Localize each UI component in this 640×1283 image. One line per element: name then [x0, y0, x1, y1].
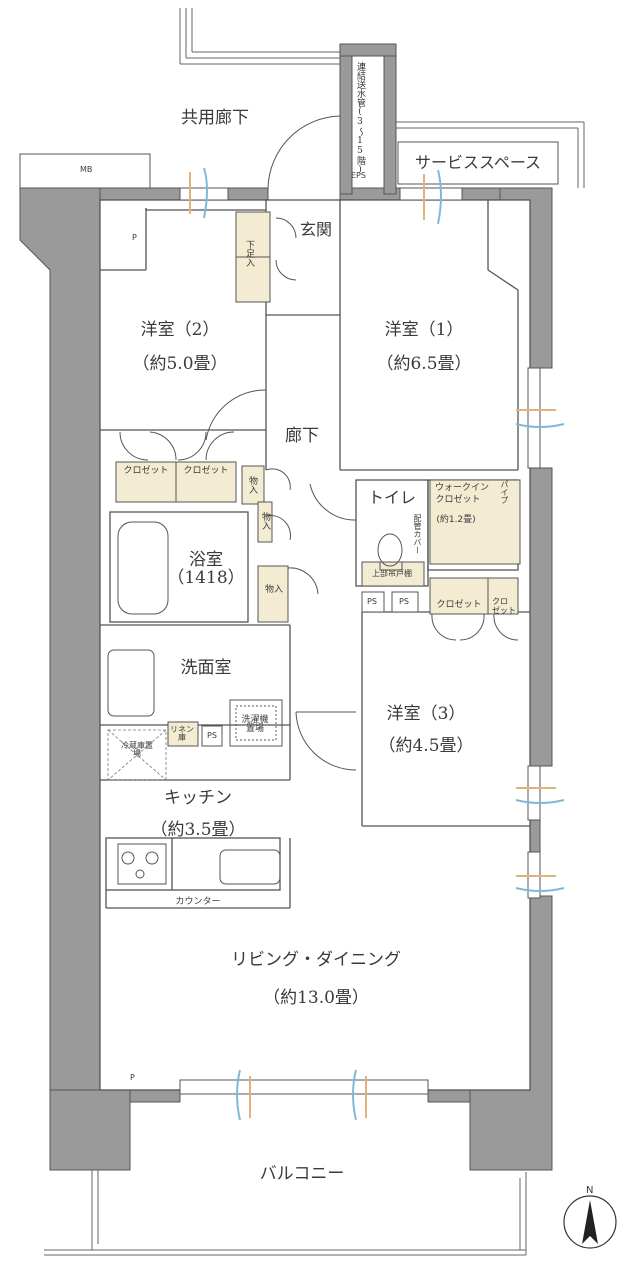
wic-size-label: (約1.2畳)	[436, 515, 476, 525]
room3-name: 洋室（3）	[386, 704, 466, 724]
bathtub-icon	[117, 521, 169, 615]
service-space-label: サービススペース	[414, 153, 542, 172]
closet-label-3: クロゼット	[436, 600, 482, 610]
hallway-label: 廊下	[285, 426, 319, 446]
entrance-label: 玄関	[299, 220, 333, 239]
closet-dividers	[175, 256, 489, 614]
pipe-space-label: パイプ	[500, 480, 509, 504]
storage-fills	[115, 211, 521, 747]
kitchen-size: （約3.5畳）	[150, 820, 246, 840]
storage-label-2: 物入	[260, 512, 270, 530]
kitchen-name: キッチン	[164, 788, 232, 808]
mb-label: MB	[80, 165, 93, 174]
upper-cabinet-label: 上部吊戸棚	[372, 569, 412, 578]
pipe-cover-label: 配管カバー	[413, 514, 422, 554]
storage-label-1: 物入	[247, 476, 257, 494]
stove-icon	[117, 843, 167, 885]
pipe-label: 連結送水管(3〜15階)	[355, 62, 365, 175]
ps-boxes	[201, 591, 419, 747]
linen-label: リネン庫	[170, 725, 194, 742]
storage-label-3: 物入	[264, 585, 284, 595]
fridge-area	[107, 729, 167, 781]
wic-label-1: ウォークイン	[434, 483, 490, 493]
fridge-label: 冷蔵庫置場	[121, 741, 153, 758]
bath-size: （1418）	[167, 568, 245, 588]
closet-label-4: クロ ゼット	[492, 597, 516, 615]
toilet-label: トイレ	[367, 488, 417, 507]
ps-label-3: PS	[207, 731, 217, 740]
p-bottom-label: P	[130, 1073, 135, 1082]
north-label: N	[586, 1185, 594, 1196]
north-arrow-icon	[563, 1195, 617, 1249]
ld-size: （約13.0畳）	[263, 988, 369, 1008]
washbasin-icon	[107, 649, 155, 717]
room2-name: 洋室（2）	[140, 320, 220, 340]
window-ventilation-marks	[189, 167, 565, 1121]
toilet-icon	[377, 533, 403, 571]
geta-box-label: 下足入	[244, 240, 254, 267]
room2-size: （約5.0畳）	[132, 354, 228, 374]
balcony-label: バルコニー	[259, 1164, 345, 1184]
room3-size: （約4.5畳）	[378, 736, 474, 756]
p-top-label: P	[132, 233, 137, 242]
room1-size: （約6.5畳）	[376, 354, 472, 374]
ps-label-1: PS	[367, 597, 377, 606]
room1-name: 洋室（1）	[384, 320, 464, 340]
bath-name: 浴室	[189, 550, 223, 570]
closet-label-2: クロゼット	[183, 466, 229, 476]
washer-area	[229, 699, 283, 747]
ld-name: リビング・ダイニング	[231, 950, 401, 970]
corridor-railing	[179, 8, 585, 188]
wic-label-2: クロゼット	[435, 495, 481, 505]
closet-label-1: クロゼット	[123, 466, 169, 476]
counter-label: カウンター	[175, 897, 221, 907]
washer-area-label: 洗濯機置場	[241, 715, 269, 734]
washroom-label: 洗面室	[180, 658, 232, 678]
door-swings	[119, 115, 519, 771]
ps-label-2: PS	[399, 597, 409, 606]
sink-icon	[219, 849, 281, 885]
common-corridor-label: 共用廊下	[181, 108, 249, 128]
eps-label: EPS	[351, 171, 366, 180]
